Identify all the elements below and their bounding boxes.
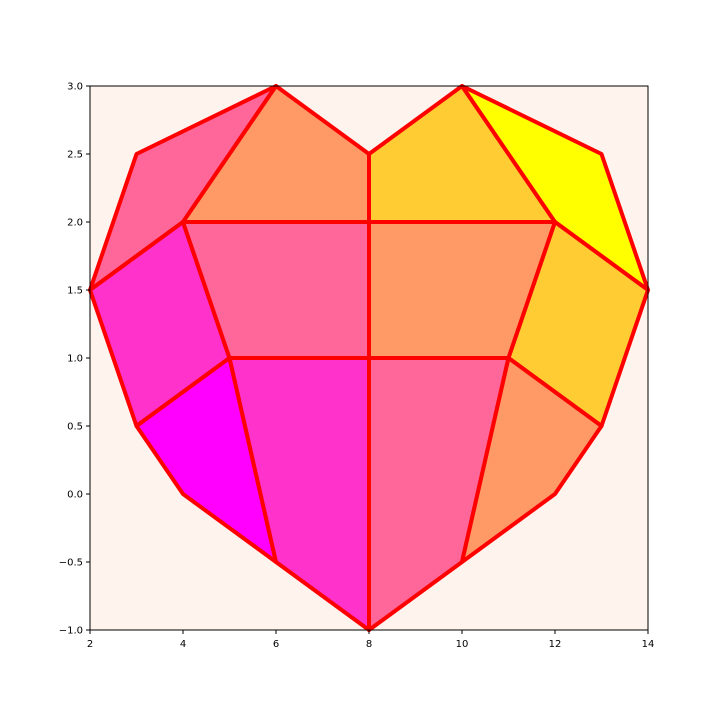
y-tick-label: 2.5: [67, 150, 83, 161]
y-tick-label: 2.0: [67, 218, 83, 229]
x-tick-label: 12: [549, 639, 562, 650]
y-tick-label: 3.0: [67, 82, 83, 93]
x-tick-label: 14: [642, 639, 655, 650]
y-tick-label: 0.0: [67, 490, 83, 501]
y-axis: −1.0 −0.5 0.0 0.5 1.0 1.5 2.0 2.5 3.0: [59, 82, 90, 637]
y-tick-label: −0.5: [59, 558, 83, 569]
axes: 2 4 6 8 10 12 14 −1.0 −0.5 0.0 0.5 1.0 1.5 2.0 2.5 3.0: [59, 82, 655, 651]
x-tick-label: 2: [87, 639, 93, 650]
y-tick-label: −1.0: [59, 626, 83, 637]
x-tick-label: 8: [366, 639, 372, 650]
polygon-layer: [88, 84, 650, 632]
polygon-12: [460, 356, 604, 564]
x-tick-label: 6: [273, 639, 279, 650]
y-tick-label: 0.5: [67, 422, 83, 433]
x-tick-label: 4: [180, 639, 186, 650]
x-axis: 2 4 6 8 10 12 14: [87, 630, 655, 650]
y-tick-label: 1.0: [67, 354, 83, 365]
x-tick-label: 10: [456, 639, 469, 650]
y-tick-label: 1.5: [67, 286, 83, 297]
